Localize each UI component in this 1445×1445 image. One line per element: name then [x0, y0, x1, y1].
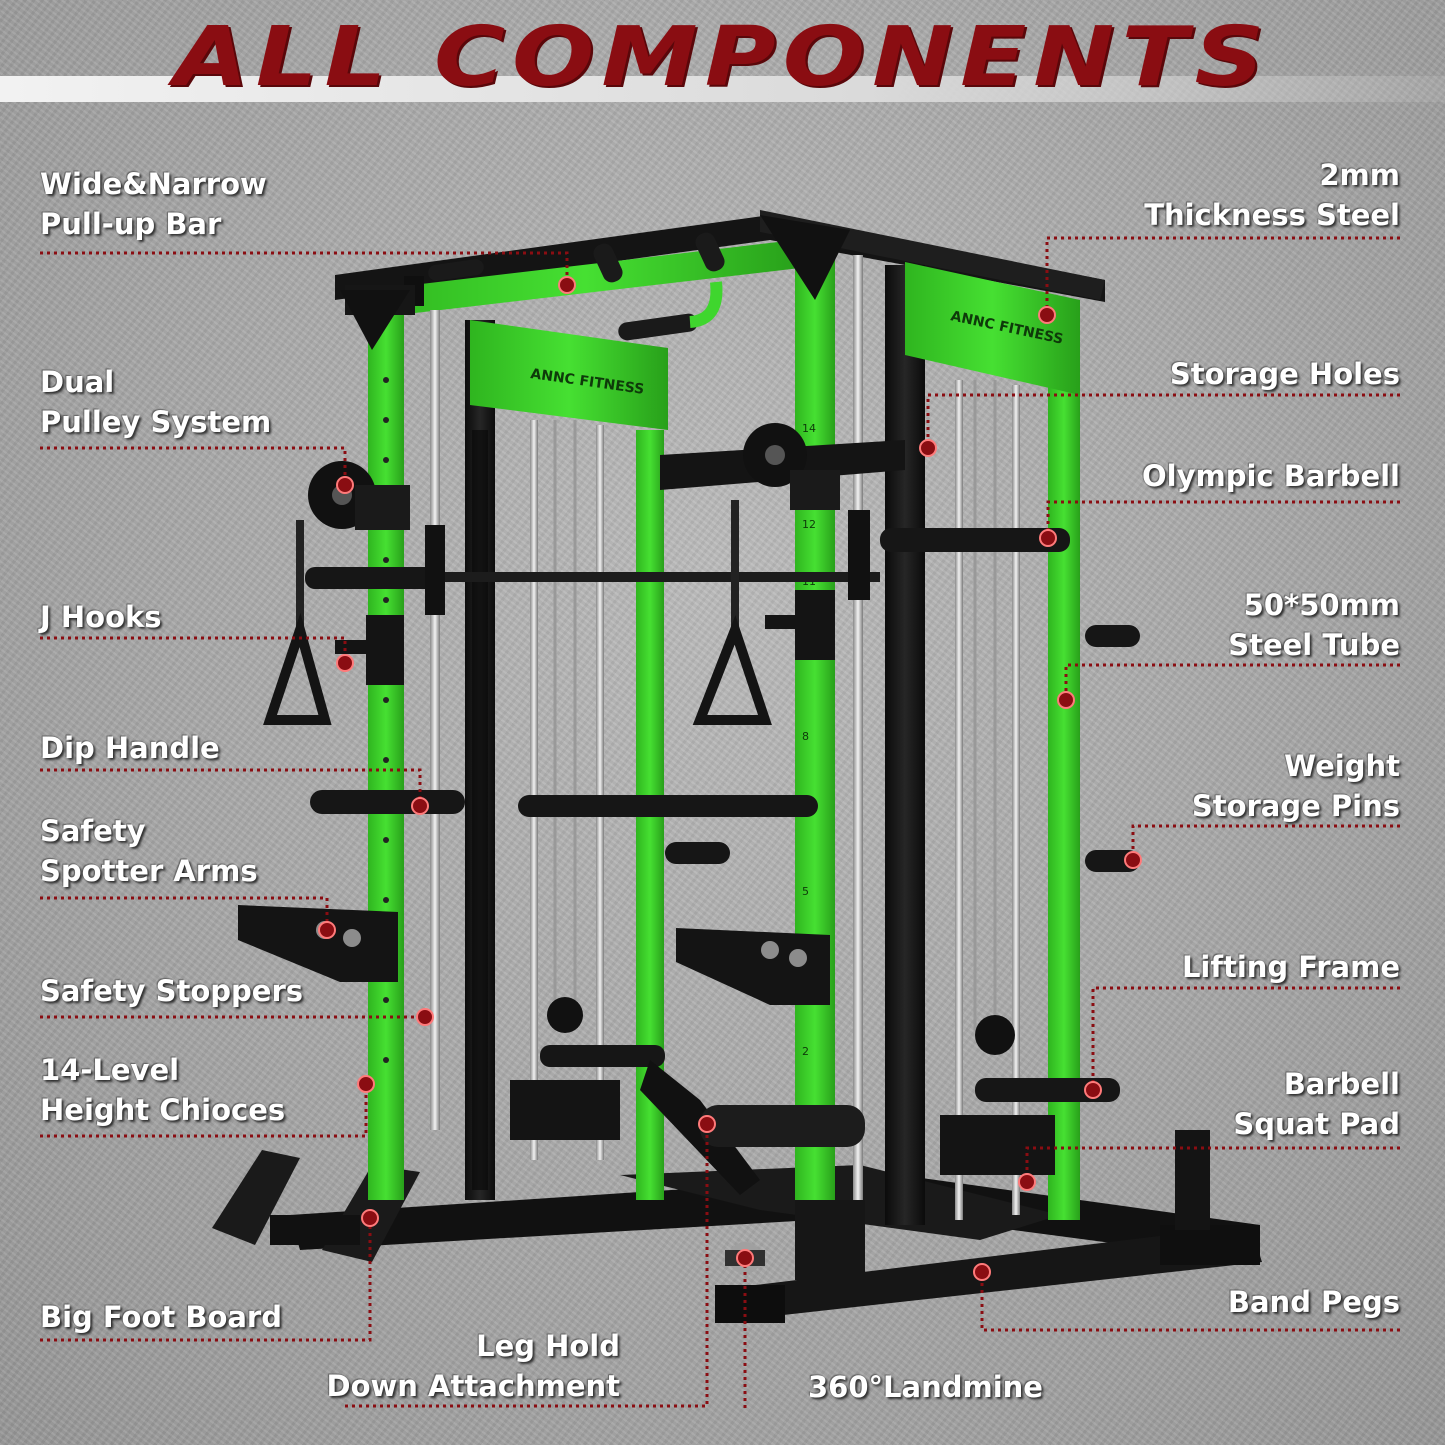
marker-olympic-barbell [1039, 529, 1057, 547]
guide-rods [430, 255, 1020, 1220]
label-safety-stoppers: Safety Stoppers [40, 974, 304, 1008]
rear-black-upright-left [465, 320, 664, 1200]
base-frame [290, 1165, 1262, 1323]
title-strip [0, 76, 1445, 102]
marker-landmine [736, 1249, 754, 1267]
upright-number: 2 [802, 1045, 809, 1058]
marker-j-hooks [336, 654, 354, 672]
label-storage-holes: Storage Holes [1169, 357, 1400, 391]
marker-pullup-bar [558, 276, 576, 294]
label-squat-pad: Barbell Squat Pad [1233, 1067, 1400, 1141]
dip-handles [310, 625, 1140, 872]
upright-number: 8 [802, 730, 809, 743]
label-olympic-barbell: Olympic Barbell [1142, 459, 1400, 493]
rear-left-brand-plate: ANNC FITNESS [470, 320, 668, 430]
label-dip-handle: Dip Handle [40, 731, 220, 765]
leader-lines [40, 236, 1400, 1408]
marker-height-choices [357, 1075, 375, 1093]
marker-dots [318, 276, 1142, 1281]
label-steel-thickness: 2mm Thickness Steel [1144, 158, 1400, 232]
marker-steel-tube [1057, 691, 1075, 709]
label-storage-pins: Weight Storage Pins [1191, 749, 1400, 823]
marker-safety-stoppers [416, 1008, 434, 1026]
front-left-upright [340, 285, 415, 1200]
label-j-hooks: J Hooks [40, 600, 162, 634]
label-spotter-arms: Safety Spotter Arms [40, 814, 258, 888]
label-dual-pulley: Dual Pulley System [40, 365, 272, 439]
label-landmine: 360°Landmine [808, 1370, 1043, 1404]
j-hooks [335, 590, 835, 685]
marker-leg-hold [698, 1115, 716, 1133]
marker-storage-holes [919, 439, 937, 457]
marker-squat-pad [1018, 1173, 1036, 1191]
marker-lifting-frame [1084, 1081, 1102, 1099]
label-lifting-frame: Lifting Frame [1181, 950, 1400, 984]
marker-dual-pulley [336, 476, 354, 494]
label-pullup-bar: Wide&Narrow Pull-up Bar [40, 167, 267, 241]
cable-handles [263, 500, 772, 725]
label-leg-hold: Leg Hold Down Attachment [326, 1329, 621, 1403]
upright-number: 14 [802, 422, 816, 435]
upright-number: 5 [802, 885, 809, 898]
upright-number: 12 [802, 518, 816, 531]
label-foot-board: Big Foot Board [40, 1300, 282, 1334]
page-title: ALL COMPONENTS [173, 10, 1272, 105]
label-steel-tube: 50*50mm Steel Tube [1228, 588, 1400, 662]
barbell [305, 510, 1070, 615]
label-band-pegs: Band Pegs [1227, 1285, 1400, 1319]
marker-spotter-arms [318, 921, 336, 939]
marker-band-pegs [973, 1263, 991, 1281]
marker-dip-handle [411, 797, 429, 815]
marker-steel-thickness [1038, 306, 1056, 324]
pulleys [308, 423, 1015, 1055]
marker-foot-board [361, 1209, 379, 1227]
marker-storage-pins [1124, 851, 1142, 869]
label-height-choices: 14-Level Height Chioces [40, 1053, 286, 1127]
